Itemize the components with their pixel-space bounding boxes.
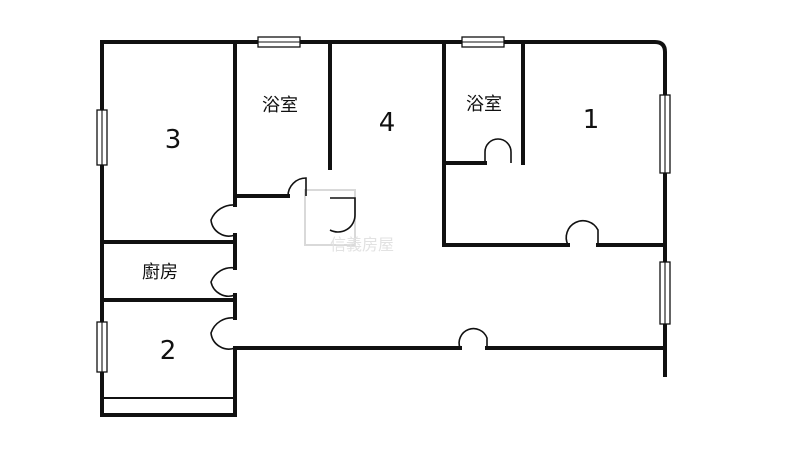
watermark: 信義房屋 [304, 189, 394, 254]
kitchen-label: 廚房 [142, 261, 178, 283]
room-4-label: 4 [379, 108, 396, 138]
room-1-label: 1 [583, 105, 600, 135]
bath-right-label: 浴室 [466, 94, 502, 115]
windows [96, 36, 671, 373]
watermark-text: 信義房屋 [330, 235, 394, 254]
doors [210, 138, 599, 350]
interior-walls [100, 40, 667, 399]
exterior-walls [100, 40, 667, 417]
room-3-label: 3 [165, 125, 182, 155]
bath-left-label: 浴室 [262, 95, 298, 116]
room-2-label: 2 [160, 336, 177, 366]
room-labels: 3 浴室 4 浴室 1 廚房 2 [142, 94, 599, 366]
